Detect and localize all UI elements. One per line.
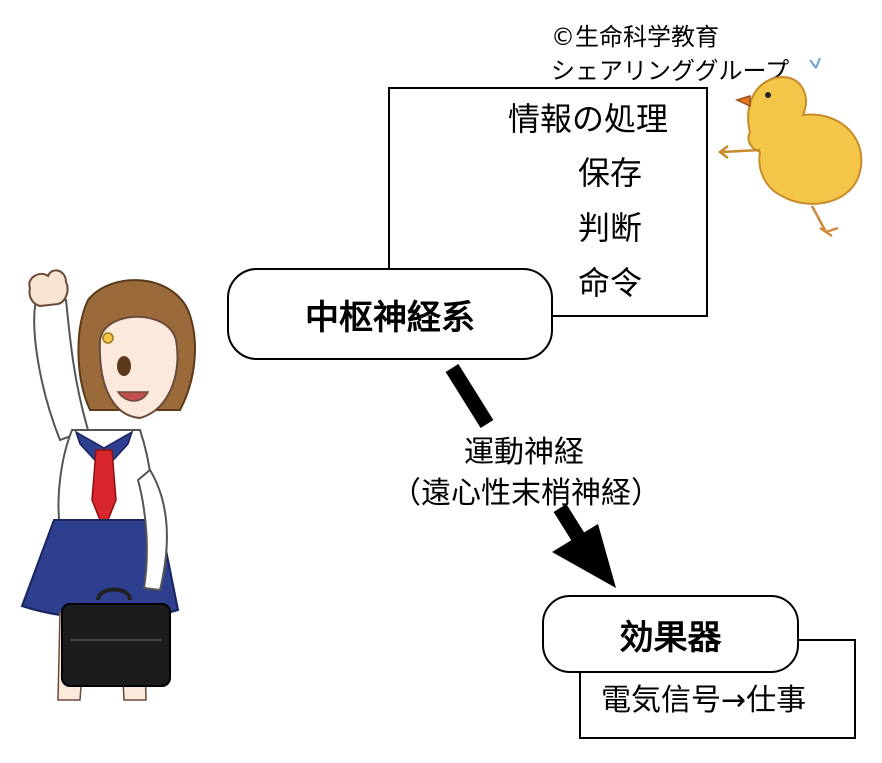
chick-eye [765, 92, 771, 98]
function-item-judgment: 判断 [578, 209, 643, 247]
arrow-head [552, 524, 616, 588]
motor-nerve-label: 運動神経 [464, 435, 584, 470]
effector-label: 効果器 [619, 617, 722, 658]
student-eye [117, 356, 131, 376]
copyright-line-1: ©生命科学教育 [551, 23, 719, 51]
student-hand [28, 269, 69, 308]
function-list-box: 情報の処理 保存 判断 命令 [388, 87, 708, 317]
student-bag [61, 603, 171, 687]
efferent-nerve-label: （遠心性末梢神経） [391, 476, 661, 511]
chick-illustration [717, 57, 863, 238]
cns-label: 中枢神経系 [305, 297, 475, 338]
function-item-storage: 保存 [578, 154, 643, 192]
student-hair-clip [102, 332, 114, 344]
arrow-shaft-upper [445, 364, 494, 428]
student-tie [91, 449, 117, 533]
copyright-credit: ©生命科学教育 シェアリンググループ [551, 20, 789, 88]
function-item-processing: 情報の処理 [508, 100, 669, 138]
chick-sweat-mark [809, 57, 821, 69]
student-mouth [116, 391, 150, 402]
copyright-line-2: シェアリンググループ [551, 57, 790, 85]
chick-leg [810, 205, 839, 238]
function-item-command: 命令 [578, 264, 643, 302]
student-illustration [20, 269, 196, 701]
chick-wing [717, 145, 761, 159]
efferent-arrow [445, 364, 616, 588]
student-bag-handle [96, 587, 132, 601]
student-lower-arm [136, 468, 168, 592]
effector-detail-label: 電気信号→仕事 [601, 683, 807, 718]
cns-box: 中枢神経系 [227, 268, 553, 360]
effector-box: 効果器 [542, 595, 799, 673]
chick-beak [734, 94, 751, 108]
chick-body [747, 76, 863, 205]
